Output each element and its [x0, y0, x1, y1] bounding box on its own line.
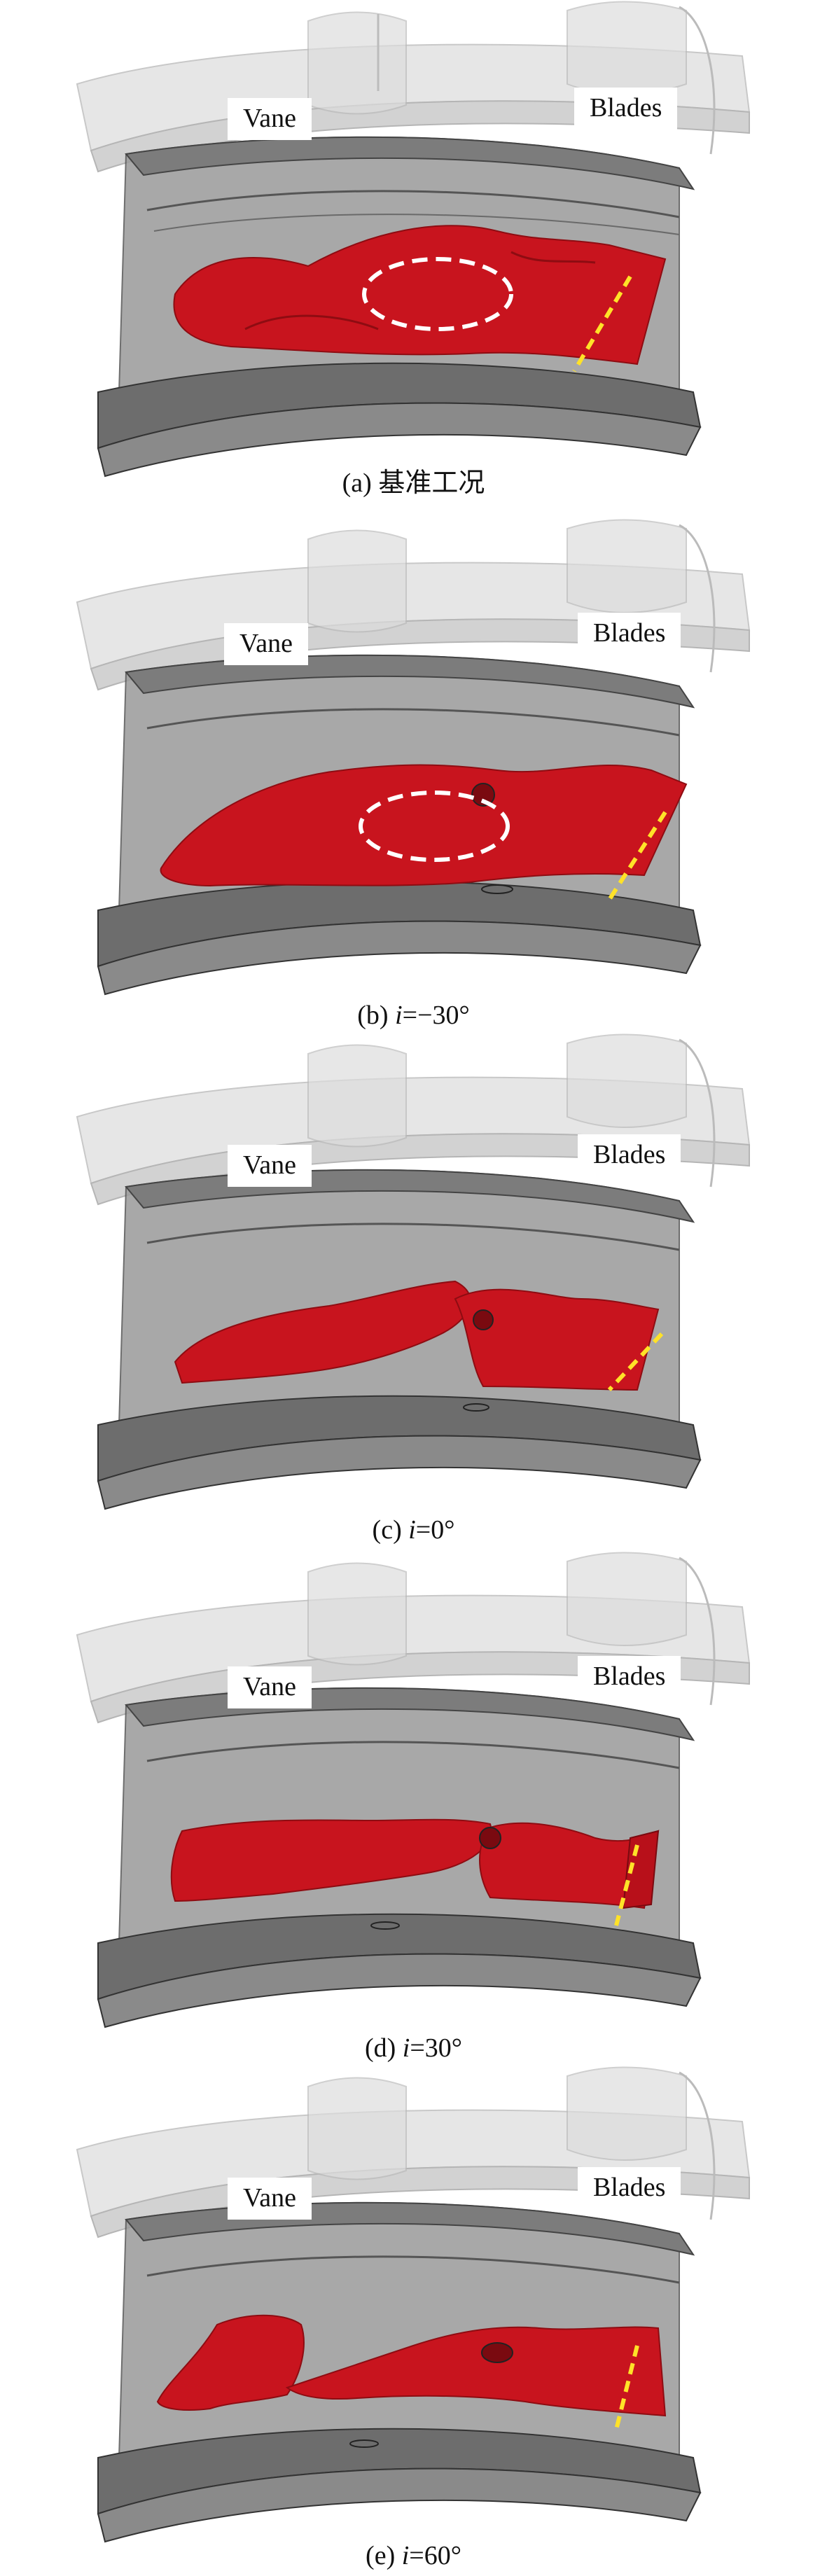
panel-a: Vane Blades (a) 基准工况 [0, 0, 827, 518]
caption-a: (a) 基准工况 [0, 468, 827, 499]
caption-e: (e) i=60° [0, 2541, 827, 2571]
blades-label: Blades [578, 1656, 681, 1698]
caption-text: =0° [415, 1515, 455, 1545]
caption-d: (d) i=30° [0, 2033, 827, 2063]
blades-label: Blades [578, 613, 681, 655]
caption-prefix: (a) [342, 468, 379, 498]
vortex-scene-c [76, 1033, 751, 1510]
caption-prefix: (c) [372, 1515, 409, 1545]
vane-label: Vane [228, 2178, 312, 2220]
panel-c: Vane Blades (c) i=0° [0, 1033, 827, 1551]
vortex-scene-e [76, 2066, 751, 2543]
caption-prefix: (d) [364, 2033, 403, 2063]
caption-italic: i [395, 1001, 403, 1030]
vane-label: Vane [228, 1145, 312, 1187]
caption-text: =60° [409, 2541, 461, 2570]
caption-prefix: (b) [357, 1001, 396, 1030]
caption-prefix: (e) [366, 2541, 402, 2570]
caption-italic: i [408, 1515, 416, 1545]
panel-e: Vane Blades (e) i=60° [0, 2066, 827, 2576]
vane-label: Vane [224, 623, 308, 665]
blades-label: Blades [578, 1134, 681, 1176]
caption-b: (b) i=−30° [0, 1001, 827, 1031]
caption-italic: i [401, 2541, 410, 2570]
caption-text: =−30° [402, 1001, 470, 1030]
vane-label: Vane [228, 1666, 312, 1708]
blades-label: Blades [574, 88, 678, 130]
vane-label: Vane [228, 98, 312, 140]
panel-b: Vane Blades (b) i=−30° [0, 518, 827, 1033]
caption-text: 基准工况 [378, 468, 485, 498]
panel-d: Vane Blades (d) i=30° [0, 1551, 827, 2066]
caption-c: (c) i=0° [0, 1515, 827, 1545]
vortex-scene-d [76, 1552, 751, 2028]
vortex-scene-a [76, 1, 751, 478]
caption-text: =30° [410, 2033, 462, 2063]
caption-italic: i [402, 2033, 410, 2063]
blades-label: Blades [578, 2167, 681, 2209]
vortex-scene-b [76, 519, 751, 996]
